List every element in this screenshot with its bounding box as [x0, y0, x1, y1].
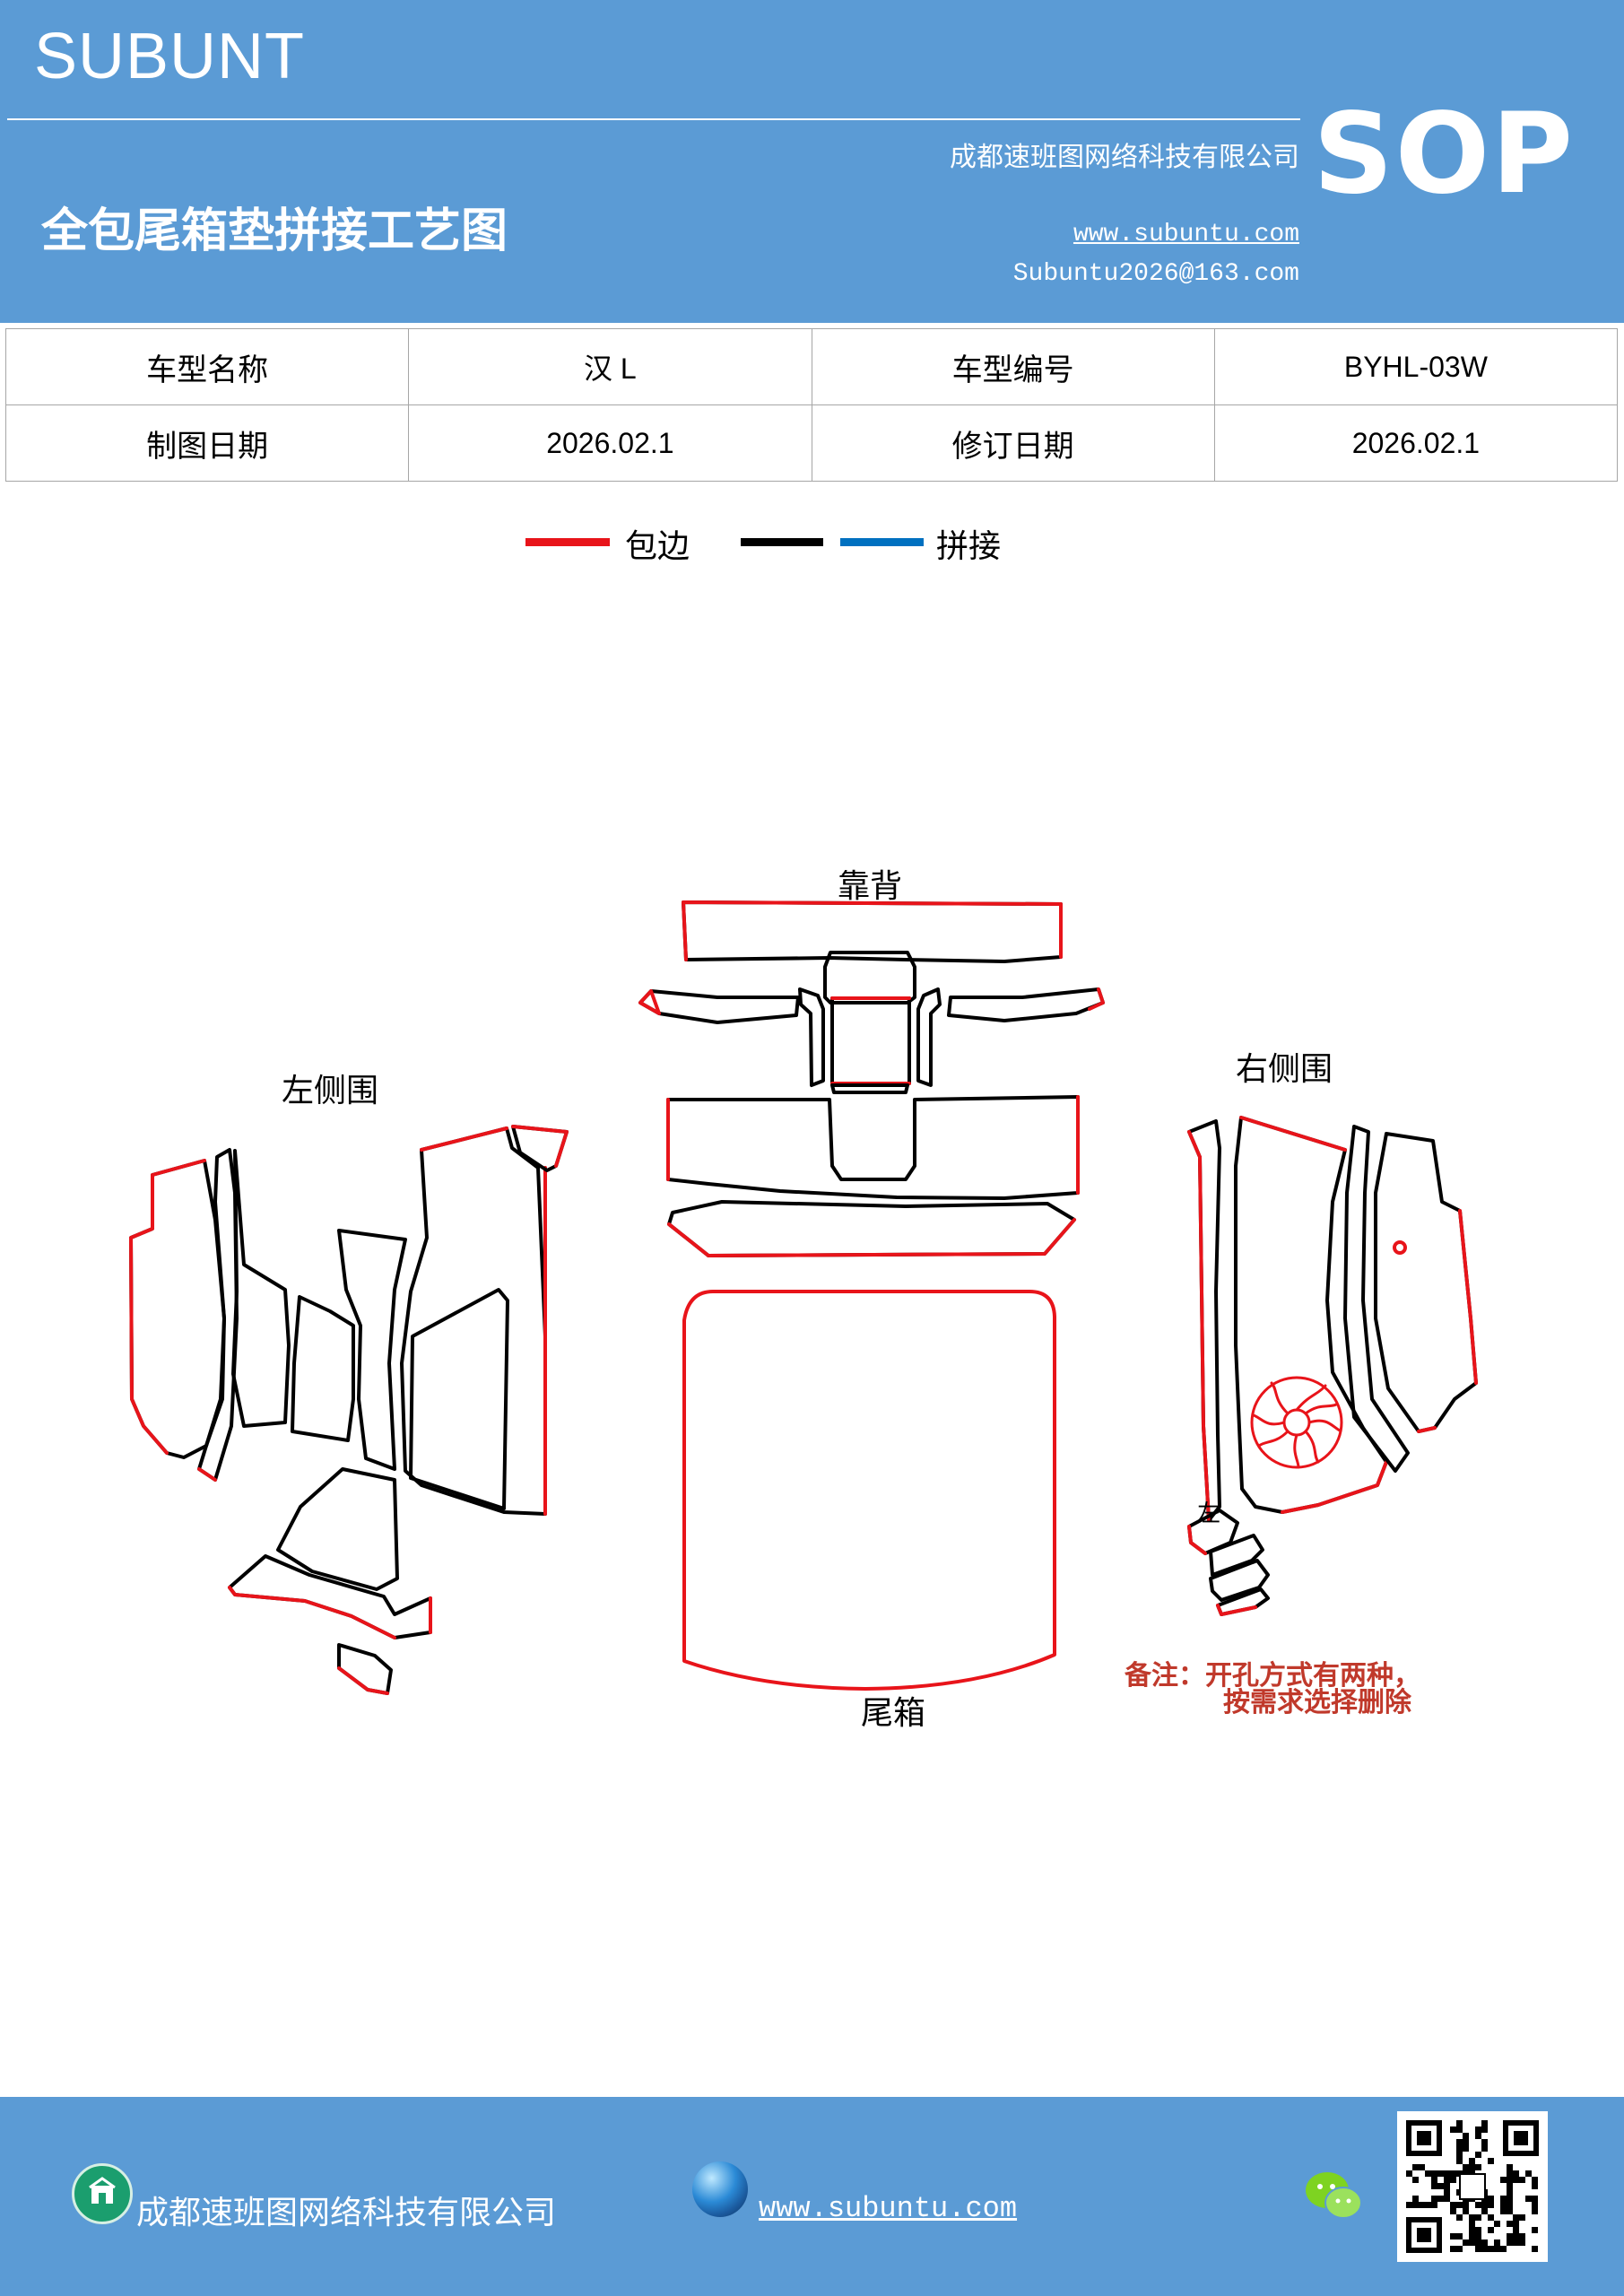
legend-joint-label: 拼接 — [936, 528, 1002, 565]
right-side-label: 右侧围 — [1236, 1051, 1333, 1088]
left-rear-panel-edge — [129, 1159, 206, 1455]
page-title: 全包尾箱垫拼接工艺图 — [41, 204, 508, 258]
footer-banner: 成都速班图网络科技有限公司 www.subuntu.com — [0, 2097, 1624, 2296]
sop-badge: SOP — [1313, 90, 1575, 219]
legend-blue-line — [840, 538, 924, 546]
right-outer-panel — [1374, 1132, 1478, 1433]
trunk-label: 尾箱 — [861, 1695, 925, 1732]
left-rear-strip-edge — [197, 1467, 217, 1482]
header-divider — [7, 118, 1300, 120]
model-code-label: 车型编号 — [811, 328, 1215, 405]
remark-line-2: 按需求选择删除 — [1223, 1687, 1412, 1718]
right-hole-fan — [1250, 1376, 1343, 1469]
right-hole-small — [1393, 1240, 1407, 1255]
right-inner-strip — [1343, 1125, 1410, 1473]
vehicle-info-table: 车型名称 汉 L 车型编号 BYHL-03W 制图日期 2026.02.1 修订… — [4, 328, 1619, 482]
brand-logo-text: SUBUNT — [34, 21, 306, 92]
backrest-label: 靠背 — [838, 868, 902, 905]
backrest-right-wing-edge — [1088, 987, 1105, 1011]
right-outer-panel-edge — [1417, 1209, 1478, 1433]
backrest-lower-strip-edge — [667, 1218, 1076, 1257]
backrest-left-wing — [638, 989, 800, 1024]
right-lower-piece-4-edge — [1216, 1604, 1257, 1616]
revise-date-label: 修订日期 — [811, 404, 1215, 482]
right-side-pieces — [1187, 1116, 1478, 1616]
left-large-panel — [400, 1126, 547, 1516]
backrest-right-wing — [947, 987, 1105, 1022]
left-top-corner — [511, 1125, 569, 1172]
right-lower-piece-2 — [1209, 1534, 1264, 1577]
trunk-floor-mat — [682, 1290, 1056, 1691]
qr-code-image — [1397, 2111, 1548, 2262]
left-inner-small — [291, 1295, 355, 1442]
left-large-panel-edge — [420, 1126, 547, 1516]
small-mark-label: 左 — [1197, 1500, 1220, 1527]
backrest-pieces — [638, 900, 1105, 1257]
header-website-link[interactable]: www.subuntu.com — [1073, 221, 1299, 248]
left-inner-triangle — [409, 1288, 509, 1510]
left-side-pieces — [129, 1125, 569, 1695]
header-banner: SUBUNT 成都速班图网络科技有限公司 SOP 全包尾箱垫拼接工艺图 www.… — [0, 0, 1624, 323]
draw-date-value: 2026.02.1 — [408, 404, 812, 482]
left-side-label: 左侧围 — [282, 1073, 378, 1109]
left-rear-panel — [129, 1159, 226, 1459]
backrest-right-post — [916, 987, 942, 1087]
backrest-left-post — [798, 987, 825, 1087]
header-company-name: 成都速班图网络科技有限公司 — [950, 142, 1299, 173]
footer-website-link[interactable]: www.subuntu.com — [759, 2192, 1018, 2225]
table-row: 制图日期 2026.02.1 修订日期 2026.02.1 — [4, 404, 1619, 482]
backrest-middle-panel-edge — [666, 1095, 1080, 1195]
trunk-floor — [682, 1290, 1056, 1691]
backrest-center-bar — [830, 1083, 909, 1094]
backrest-middle-panel — [666, 1095, 1080, 1200]
right-lower-piece-1-edge — [1187, 1525, 1207, 1555]
backrest-left-wing-edge — [638, 989, 661, 1015]
left-lower-wedge-edge — [228, 1586, 432, 1639]
right-lower-piece-3 — [1209, 1559, 1270, 1602]
draw-date-label: 制图日期 — [4, 404, 410, 482]
header-email[interactable]: Subuntu2026@163.com — [1012, 260, 1299, 288]
left-rear-strip — [197, 1148, 239, 1482]
model-code-value: BYHL-03W — [1213, 328, 1619, 405]
left-inner-column — [337, 1229, 407, 1471]
table-row: 车型名称 汉 L 车型编号 BYHL-03W — [4, 328, 1619, 405]
left-lower-panel — [276, 1467, 399, 1591]
backrest-lower-strip — [667, 1200, 1076, 1257]
remark-line-1: 备注：开孔方式有两种， — [1125, 1660, 1420, 1692]
wechat-icon[interactable] — [1302, 2169, 1365, 2224]
left-top-corner-edge — [511, 1125, 569, 1168]
company-building-icon — [72, 2163, 133, 2224]
right-rear-strip-edge — [1187, 1130, 1211, 1522]
legend-red-line — [525, 538, 610, 546]
backrest-center-column — [830, 996, 911, 1085]
revise-date-value: 2026.02.1 — [1213, 404, 1619, 482]
model-name-value: 汉 L — [408, 328, 812, 405]
backrest-center-column-edge — [830, 996, 911, 1085]
model-name-label: 车型名称 — [4, 328, 410, 405]
right-main-panel-edge — [1239, 1116, 1388, 1514]
legend-edge-label: 包边 — [625, 528, 690, 565]
footer-company-name: 成都速班图网络科技有限公司 — [136, 2195, 557, 2231]
left-mid-panel — [231, 1149, 291, 1428]
left-lower-tab-edge — [337, 1666, 389, 1695]
globe-icon — [692, 2161, 748, 2217]
backrest-top-strip-edge — [682, 900, 1063, 961]
line-legend: 包边 拼接 — [0, 520, 1624, 574]
legend-black-line — [741, 538, 823, 546]
